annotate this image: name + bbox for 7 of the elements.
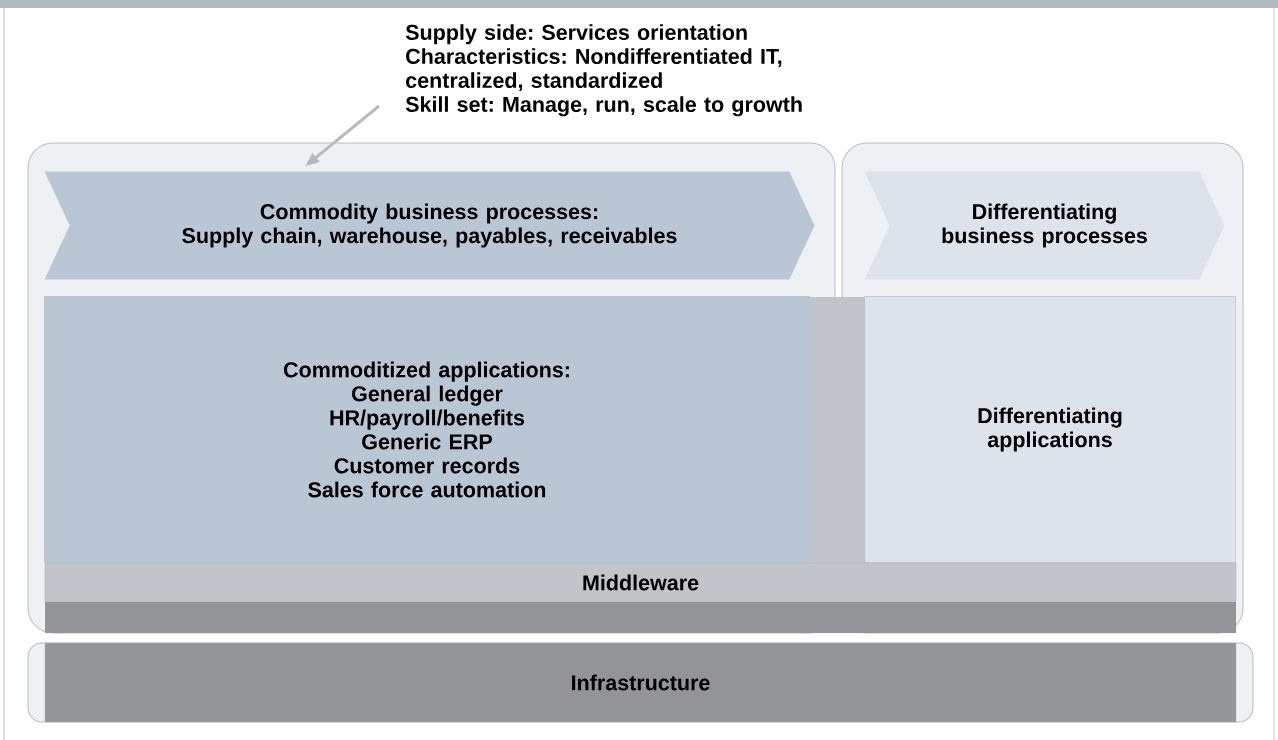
process-banner: Commodity business processes: Supply chain, warehouse, payables, receivables: [44, 171, 815, 280]
process-banner: Differentiating business processes: [864, 171, 1225, 280]
application-box: Commoditized applications: General ledger HR/payroll/benefits Generic ERP Customer records Sales force automation: [44, 296, 810, 563]
annotation-text: Supply side: Services orientation Characteristics: Nondifferentiated IT, centralized, standardized Skill set: Manage, run, scale to growth: [405, 24, 802, 117]
dark-band: [45, 602, 1236, 633]
infrastructure-band: Infrastructure: [44, 642, 1237, 723]
application-box: Differentiating applications: [864, 296, 1236, 563]
